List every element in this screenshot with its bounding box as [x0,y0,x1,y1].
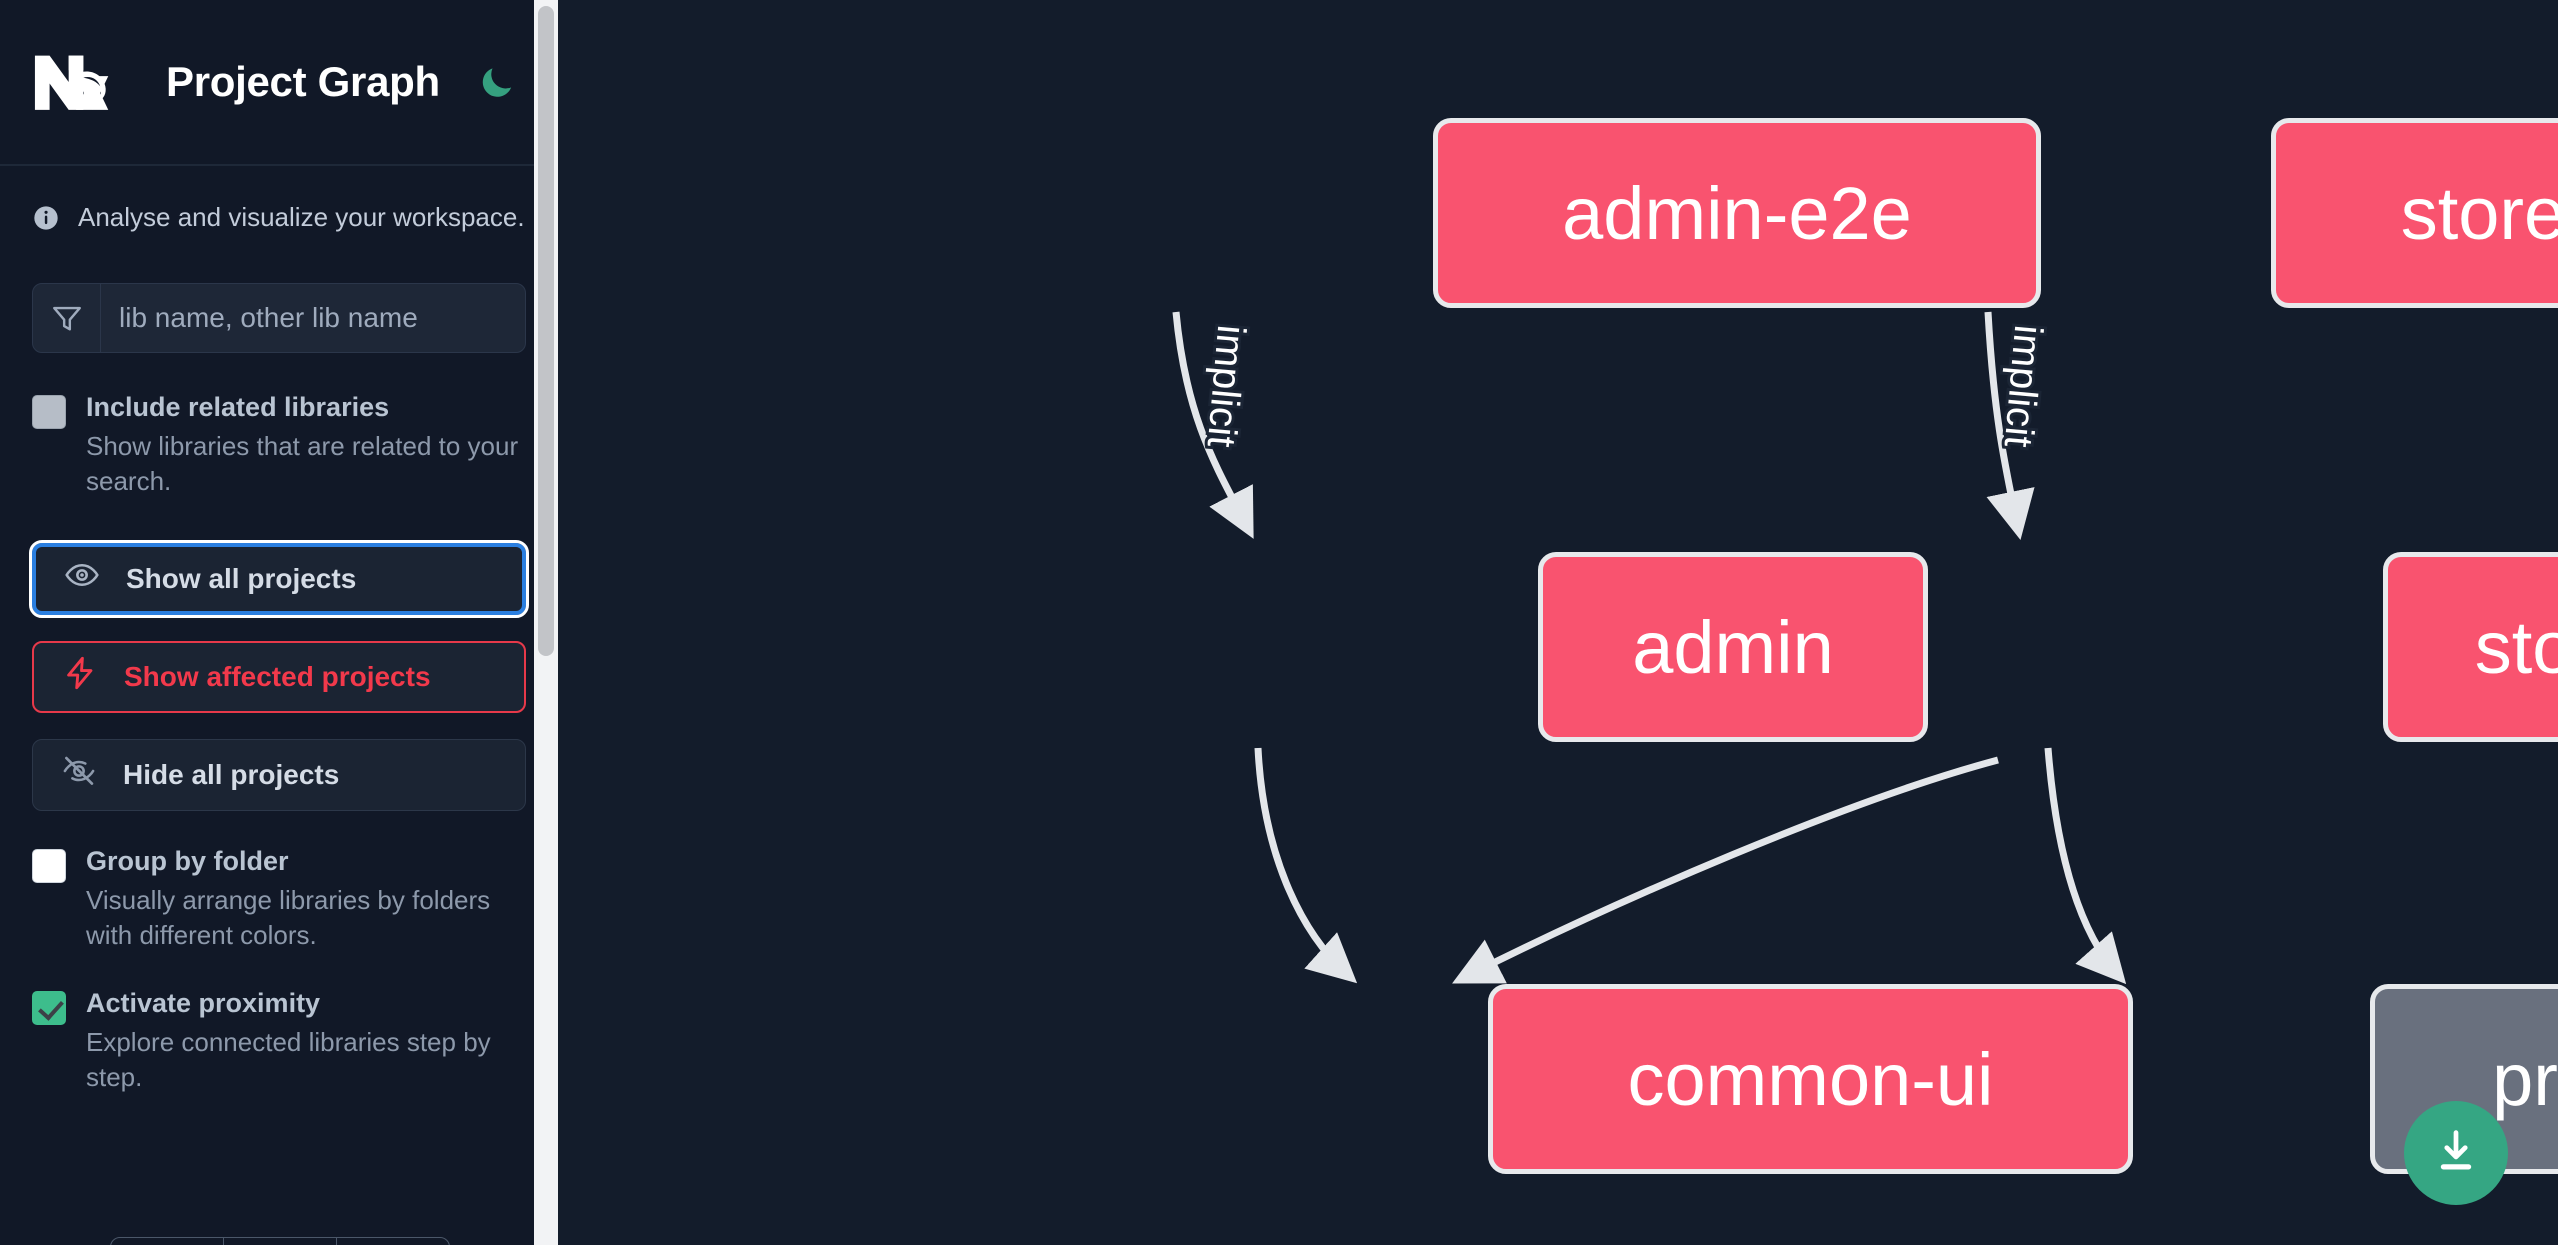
nx-logo-icon [32,51,120,113]
sidebar-scrollbar-thumb[interactable] [538,6,554,656]
option-title: Include related libraries [86,392,390,422]
filter-icon [33,284,101,352]
option-include-related-libraries[interactable]: Include related libraries Show libraries… [0,391,558,499]
node-label: store [2474,605,2558,689]
node-label: admin [1632,605,1834,689]
graph-node-common-ui[interactable]: common-ui [1488,984,2133,1174]
button-label: Show affected projects [124,660,431,692]
sidebar-scrollbar[interactable] [534,0,558,1245]
node-label: admin-e2e [1562,171,1912,255]
edge-admin-to-common-ui [1254,747,1358,984]
lightning-icon [62,655,98,698]
graph-node-admin-e2e[interactable]: admin-e2e [1433,118,2041,308]
graph-node-admin[interactable]: admin [1538,552,1928,742]
edge-admin-e2e-to-admin [1172,311,1254,539]
edge-label-implicit: implicit [1996,323,2050,449]
eye-icon [64,557,100,600]
node-label: common-ui [1627,1037,1994,1121]
option-group-by-folder[interactable]: Group by folder Visually arrange librari… [0,845,558,953]
search-input[interactable] [101,284,525,352]
eye-off-icon [61,753,97,796]
edge-store-to-products [2044,747,2127,985]
sidebar-info: Analyse and visualize your workspace. [0,166,558,237]
graph-node-store[interactable]: store [2383,552,2558,742]
sidebar: Project Graph Analyse and visualize your… [0,0,558,1245]
button-label: Show all projects [126,562,357,594]
page-title: Project Graph [166,58,440,105]
option-description: Explore connected libraries step by step… [86,1026,491,1092]
option-description: Visually arrange libraries by folders wi… [86,884,491,950]
proximity-step-button-group[interactable] [110,1237,450,1245]
option-title: Group by folder [86,845,289,876]
search-field[interactable] [32,283,526,353]
option-activate-proximity[interactable]: Activate proximity Explore connected lib… [0,987,558,1095]
proximity-step-segment[interactable] [111,1238,224,1245]
group-by-folder-checkbox[interactable] [32,848,66,883]
show-all-projects-button[interactable]: Show all projects [29,539,529,618]
proximity-step-segment[interactable] [337,1238,449,1245]
node-label: store-e2e [2400,171,2558,255]
show-affected-projects-button[interactable]: Show affected projects [32,640,526,713]
edge-store-e2e-to-store [1984,311,2035,540]
sidebar-info-text: Analyse and visualize your workspace. [78,202,525,232]
hide-all-projects-button[interactable]: Hide all projects [32,738,526,811]
download-button[interactable] [2404,1101,2508,1205]
node-label: products [2492,1037,2558,1121]
button-label: Hide all projects [123,758,340,790]
edge-store-to-common-ui [1452,756,1999,984]
proximity-step-segment[interactable] [224,1238,337,1245]
activate-proximity-checkbox[interactable] [32,990,66,1025]
graph-edges: implicit implicit [1172,311,2127,985]
option-title: Activate proximity [86,987,321,1018]
edge-label-implicit: implicit [1199,323,1253,449]
project-visibility-buttons: Show all projects Show affected projects [0,539,558,811]
moon-icon[interactable] [474,59,520,105]
sidebar-header: Project Graph [0,0,558,166]
download-icon [2429,1125,2483,1182]
graph-node-store-e2e[interactable]: store-e2e [2271,118,2558,308]
include-related-libraries-checkbox[interactable] [32,395,66,429]
info-circle-icon [32,204,60,237]
graph-canvas[interactable]: implicit implicit admin-e2e store-e2e ad… [558,0,2558,1245]
option-description: Show libraries that are related to your … [86,430,519,496]
